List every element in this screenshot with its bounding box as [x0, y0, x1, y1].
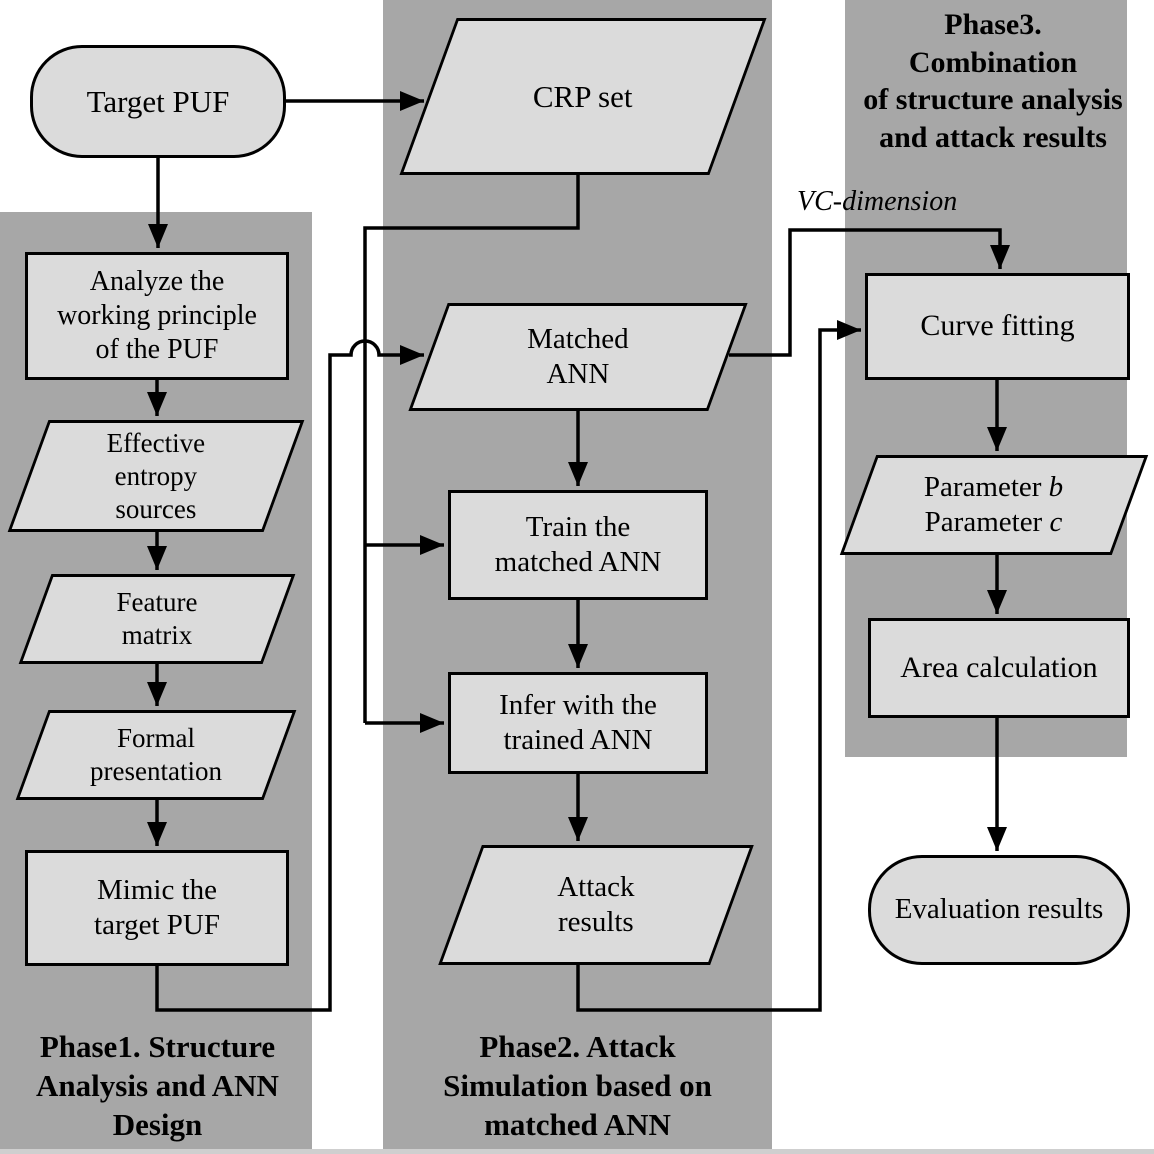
- infer-trained-ann-node: Infer with the trained ANN: [448, 672, 708, 774]
- train-matched-ann-label: Train the matched ANN: [494, 510, 662, 578]
- attack-results-node: Attack results: [438, 845, 754, 965]
- infer-trained-ann-label: Infer with the trained ANN: [499, 688, 657, 756]
- phase3-caption-line4: and attack results: [879, 120, 1107, 154]
- analyze-principle-label: Analyze the working principle of the PUF: [57, 265, 257, 366]
- attack-results-label: Attack results: [557, 870, 635, 938]
- feature-matrix-node: Feature matrix: [18, 574, 296, 664]
- evaluation-results-label: Evaluation results: [894, 893, 1104, 926]
- area-calculation-label: Area calculation: [900, 650, 1098, 684]
- phase1-caption-line3: Design: [112, 1106, 203, 1142]
- feature-matrix-label: Feature matrix: [116, 587, 198, 650]
- phase1-caption: Phase1. Structure Analysis and ANN Desig…: [5, 1028, 310, 1144]
- entropy-sources-label: Effective entropy sources: [106, 427, 206, 524]
- phase1-caption-line2: Analysis and ANN: [36, 1067, 279, 1103]
- area-calculation-node: Area calculation: [868, 618, 1130, 718]
- parameters-label: Parameter b Parameter c: [924, 470, 1063, 541]
- entropy-sources-node: Effective entropy sources: [7, 420, 305, 532]
- crp-set-node: CRP set: [399, 18, 767, 175]
- curve-fitting-node: Curve fitting: [865, 273, 1130, 380]
- parameters-node: Parameter b Parameter c: [839, 455, 1149, 555]
- formal-presentation-node: Formal presentation: [15, 710, 297, 800]
- target-puf-label: Target PUF: [86, 83, 230, 119]
- phase2-caption-line3: matched ANN: [484, 1106, 671, 1142]
- phase3-caption: Phase3. Combination of structure analysi…: [838, 6, 1148, 156]
- matched-ann-node: Matched ANN: [408, 303, 748, 411]
- phase2-caption-line1: Phase2. Attack: [479, 1029, 676, 1064]
- matched-ann-label: Matched ANN: [527, 322, 629, 390]
- phase3-caption-line1: Phase3.: [944, 8, 1042, 41]
- bottom-divider: [0, 1149, 1154, 1154]
- train-matched-ann-node: Train the matched ANN: [448, 490, 708, 600]
- phase3-caption-line3: of structure analysis: [863, 83, 1123, 116]
- analyze-principle-node: Analyze the working principle of the PUF: [25, 252, 289, 380]
- formal-presentation-label: Formal presentation: [90, 723, 222, 786]
- phase2-caption: Phase2. Attack Simulation based on match…: [400, 1028, 755, 1144]
- phase3-caption-line2: Combination: [908, 45, 1078, 79]
- parameter-c-text: Parameter: [925, 506, 1043, 538]
- phase2-caption-line2: Simulation based on: [443, 1067, 712, 1103]
- phase1-caption-line1: Phase1. Structure: [39, 1029, 276, 1064]
- evaluation-results-node: Evaluation results: [868, 855, 1130, 965]
- target-puf-node: Target PUF: [30, 45, 286, 158]
- parameter-b-text: Parameter: [924, 470, 1042, 503]
- parameter-b-var: b: [1049, 470, 1064, 503]
- mimic-target-puf-node: Mimic the target PUF: [25, 850, 289, 966]
- mimic-target-puf-label: Mimic the target PUF: [94, 873, 220, 941]
- parameter-c-var: c: [1049, 506, 1063, 538]
- curve-fitting-label: Curve fitting: [920, 309, 1075, 343]
- crp-set-label: CRP set: [533, 78, 633, 114]
- vc-dimension-label: VC-dimension: [797, 186, 958, 217]
